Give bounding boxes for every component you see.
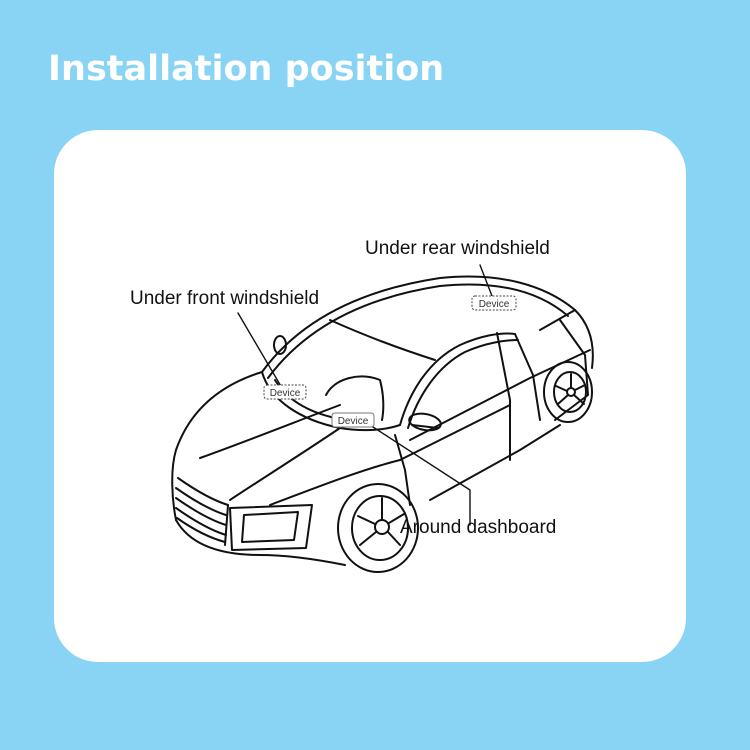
callout-rear-windshield: Under rear windshield [365, 238, 550, 259]
page-title: Installation position [48, 49, 445, 89]
callout-dashboard: Around dashboard [400, 517, 557, 538]
svg-text:Device: Device [338, 416, 369, 427]
svg-text:Device: Device [270, 388, 301, 399]
device-tag-dashboard: Device [331, 412, 375, 428]
device-tag-rear: Device [471, 295, 517, 311]
diagram-card [54, 130, 686, 662]
svg-text:Device: Device [479, 299, 510, 310]
device-tag-front: Device [263, 384, 307, 400]
callout-front-windshield: Under front windshield [130, 288, 320, 309]
